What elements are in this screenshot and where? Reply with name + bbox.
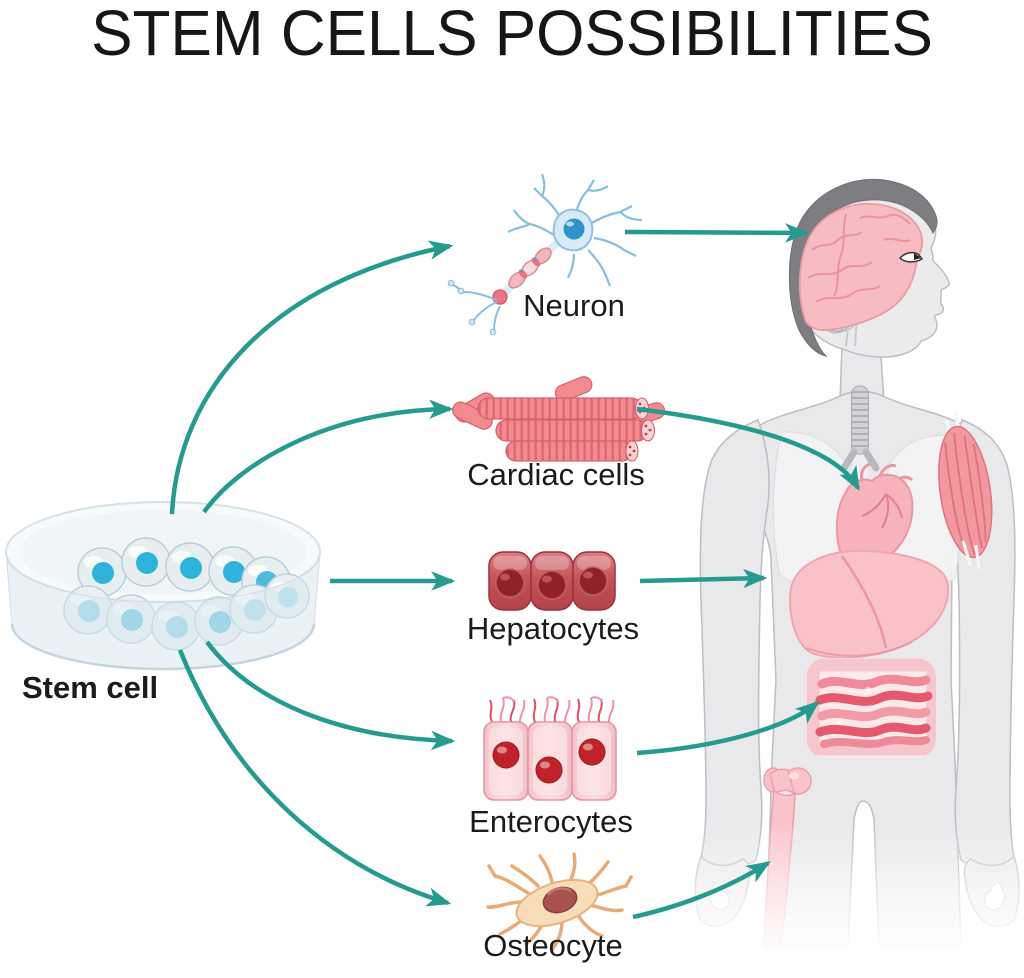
liver-illustration (789, 549, 950, 659)
hair (788, 178, 938, 357)
neuron-label: Neuron (523, 288, 625, 323)
body-fade (686, 820, 1024, 978)
cardiac-label: Cardiac cells (467, 457, 645, 492)
arm-muscle-illustration (938, 412, 993, 570)
cardiac-cells-illustration (452, 376, 666, 462)
neuron-illustration (447, 173, 643, 336)
arrow-stem-to-enterocytes (205, 640, 456, 751)
osteocyte-illustration (486, 852, 633, 952)
left-arm (699, 419, 770, 868)
human-body-illustration (686, 178, 1024, 978)
myelin-sheath (492, 247, 552, 305)
arrow-enterocytes-to-intestine (636, 700, 820, 756)
arrow-cardiac-to-heart (636, 406, 860, 491)
arrow-hepatocytes-to-liver (639, 568, 768, 589)
arrows (169, 223, 860, 920)
arrow-neuron-to-brain (624, 223, 810, 243)
stem-cell-label: Stem cell (22, 670, 159, 705)
arrow-stem-to-osteocyte (177, 649, 452, 907)
trachea (840, 385, 880, 472)
microvilli (489, 696, 615, 723)
enterocytes-illustration (483, 696, 617, 801)
petri-dish-illustration (5, 501, 321, 671)
enterocytes-label: Enterocytes (469, 804, 633, 839)
hepatocytes-label: Hepatocytes (466, 611, 640, 646)
eye (898, 251, 924, 263)
diagram-title: STEM CELLS POSSIBILITIES (91, 0, 933, 69)
arrow-stem-to-cardiac (202, 399, 454, 514)
heart-illustration (835, 462, 914, 569)
arrow-stem-to-neuron (169, 240, 454, 515)
hepatocytes-illustration (488, 551, 616, 611)
arrow-osteocyte-to-femur (632, 861, 771, 920)
intestine-illustration (806, 658, 936, 758)
osteocyte-label: Osteocyte (483, 928, 623, 963)
